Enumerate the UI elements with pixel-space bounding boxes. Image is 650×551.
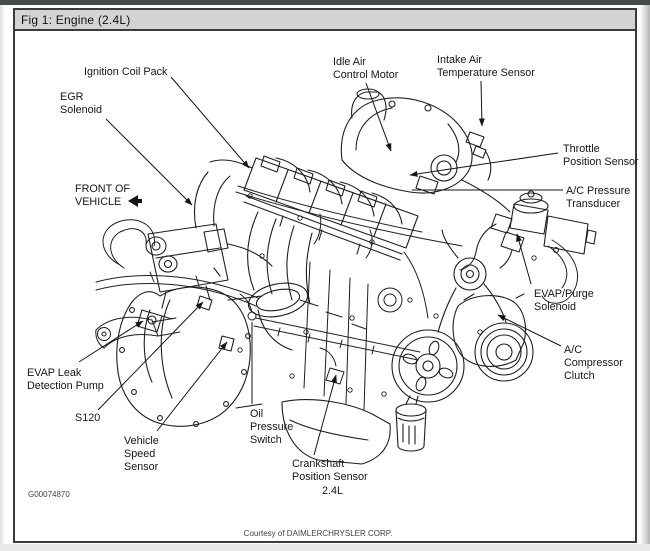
left-edge-strip	[0, 5, 5, 551]
figure-window: Fig 1: Engine (2.4L)	[13, 8, 637, 543]
right-edge-shadow	[640, 5, 650, 551]
top-edge-strip	[0, 0, 650, 5]
figure-title-bar: Fig 1: Engine (2.4L)	[15, 10, 635, 31]
figure-title: Fig 1: Engine (2.4L)	[21, 12, 131, 27]
bottom-edge-strip	[0, 544, 650, 551]
